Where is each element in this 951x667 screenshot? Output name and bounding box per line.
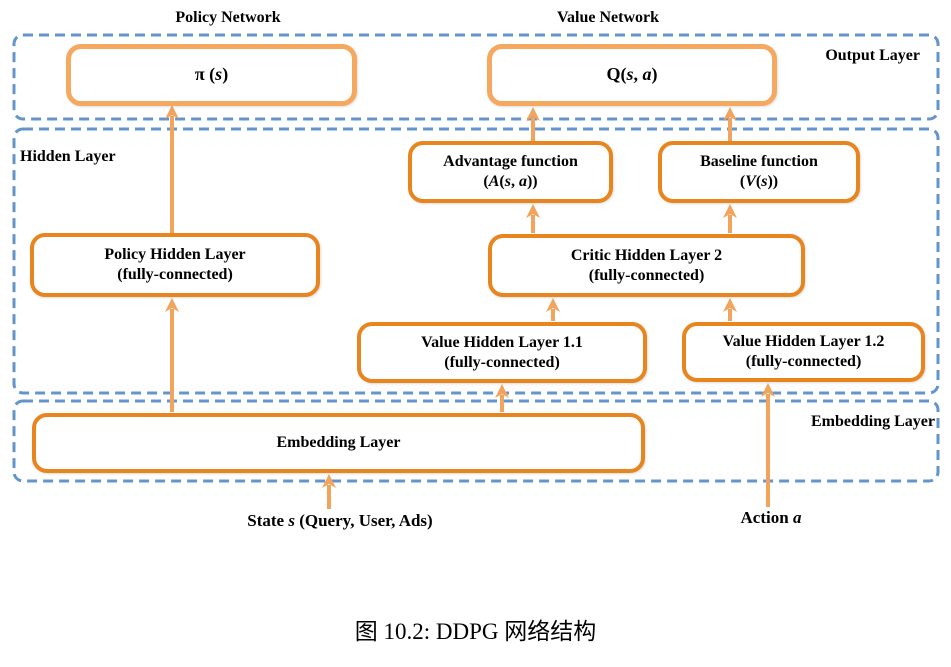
arrow-advantage-to-q [526, 107, 540, 141]
advantage-function-node: Advantage function (A(s, a)) [408, 141, 613, 203]
arrow-value-hidden-12-to-critic [723, 298, 737, 321]
value-hidden-layer-12-label-line1: Value Hidden Layer 1.2 [722, 333, 885, 351]
policy-hidden-layer-label-line2: (fully-connected) [117, 266, 233, 283]
arrow-state-to-embedding [322, 474, 336, 509]
arrow-policy-hidden-to-pi [165, 105, 179, 233]
output-layer-boundary [12, 33, 940, 121]
hidden-layer-boundary [12, 127, 940, 395]
baseline-function-node: Baseline function (V(s)) [658, 141, 860, 203]
arrow-value-hidden-11-to-critic [546, 298, 560, 321]
embedding-layer-node: Embedding Layer [32, 413, 645, 473]
advantage-function-label-line2: (A(s, a)) [483, 173, 538, 190]
value-hidden-layer-12-node: Value Hidden Layer 1.2 (fully-connected) [682, 322, 925, 382]
value-hidden-layer-11-label-line1: Value Hidden Layer 1.1 [421, 333, 583, 351]
advantage-function-label-line1: Advantage function [443, 153, 578, 171]
value-hidden-layer-11-node: Value Hidden Layer 1.1 (fully-connected) [357, 322, 647, 383]
arrow-action-to-value-hidden-12 [761, 383, 775, 507]
policy-hidden-layer-node: Policy Hidden Layer (fully-connected) [30, 233, 320, 297]
critic-hidden-layer-2-node: Critic Hidden Layer 2 (fully-connected) [488, 234, 805, 297]
hidden-layer-label: Hidden Layer [20, 148, 116, 165]
pi-output-label: π (s) [194, 64, 229, 85]
critic-hidden-layer-2-label-line2: (fully-connected) [588, 266, 705, 284]
value-network-label: Value Network [556, 9, 660, 26]
output-layer-label: Output Layer [825, 47, 920, 64]
q-output-label: Q(s, a) [606, 64, 658, 85]
arrow-critic-to-baseline [723, 204, 737, 233]
value-hidden-layer-11-label-line2: (fully-connected) [444, 353, 560, 371]
embedding-layer-boundary [12, 399, 940, 483]
arrow-baseline-to-q [723, 107, 737, 141]
critic-hidden-layer-2-label-line1: Critic Hidden Layer 2 [570, 246, 723, 264]
action-input-label: Action a [740, 508, 802, 527]
arrow-embedding-to-policy-hidden [165, 298, 179, 412]
state-input-label: State s (Query, User, Ads) [247, 511, 433, 530]
baseline-function-label-line2: (V(s)) [739, 173, 779, 190]
figure-caption: 图 10.2: DDPG 网络结构 [354, 619, 597, 644]
q-output-node: Q(s, a) [487, 44, 777, 106]
arrow-critic-to-advantage [526, 204, 540, 233]
pi-output-node: π (s) [66, 44, 357, 106]
embedding-layer-node-label: Embedding Layer [276, 434, 401, 452]
arrow-embedding-to-value-hidden-11 [495, 384, 509, 412]
policy-network-label: Policy Network [175, 9, 281, 26]
baseline-function-label-line1: Baseline function [700, 153, 818, 171]
value-hidden-layer-12-label-line2: (fully-connected) [745, 353, 862, 370]
policy-hidden-layer-label-line1: Policy Hidden Layer [104, 246, 246, 264]
embedding-layer-label: Embedding Layer [810, 413, 935, 430]
